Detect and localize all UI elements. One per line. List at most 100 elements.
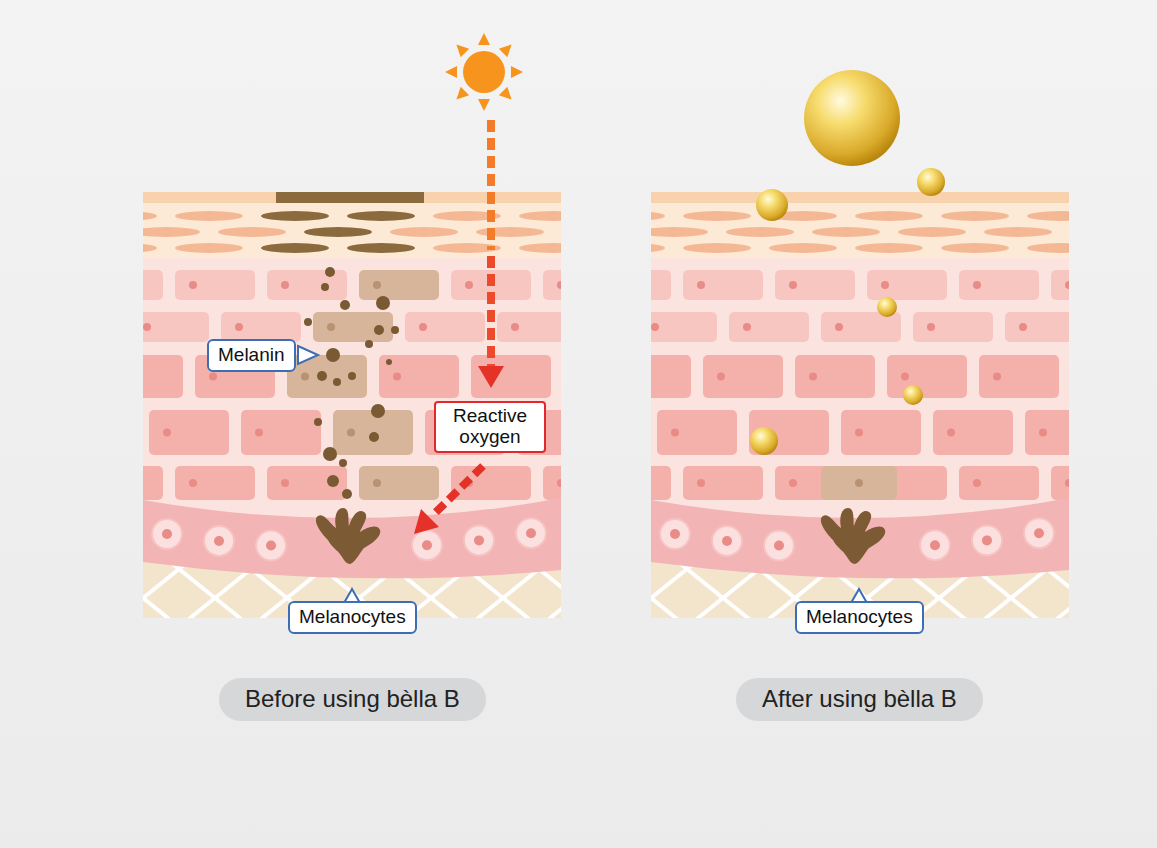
- cell-nucleus: [722, 536, 732, 546]
- arrow-head: [478, 366, 504, 388]
- stratum-corneum: [651, 192, 1069, 203]
- flat-cell: [261, 243, 329, 253]
- flat-cell: [390, 227, 458, 237]
- skin-cell: [1025, 410, 1069, 455]
- cell-nucleus: [526, 528, 536, 538]
- melanocytes-callout: Melanocytes: [288, 601, 417, 634]
- cell-nucleus: [266, 541, 276, 551]
- skin-cell: [143, 312, 209, 342]
- cell-nucleus: [1034, 528, 1044, 538]
- cell-nucleus: [557, 281, 561, 289]
- melanocyte-cell: [316, 508, 380, 564]
- skin-cell: [887, 355, 967, 398]
- skin-cell: [933, 410, 1013, 455]
- flat-cell: [726, 227, 794, 237]
- skin-cell: [841, 410, 921, 455]
- flat-cell: [941, 211, 1009, 221]
- skin-cell: [683, 270, 763, 300]
- skin-cell: [267, 466, 347, 500]
- cell-nucleus: [651, 323, 659, 331]
- melanin-granule: [386, 359, 392, 365]
- melanin-granule: [342, 489, 352, 499]
- flat-cell: [1027, 211, 1069, 221]
- cell-nucleus: [189, 281, 197, 289]
- cell-nucleus: [1065, 281, 1069, 289]
- basal-cell: [660, 519, 690, 549]
- skin-cell: [795, 355, 875, 398]
- callout-pointer: [298, 346, 318, 364]
- skin-cell: [471, 355, 551, 398]
- skin-cell: [175, 466, 255, 500]
- skin-cell: [651, 270, 671, 300]
- flat-cell: [812, 227, 880, 237]
- cell-nucleus: [1019, 323, 1027, 331]
- cell-nucleus: [789, 281, 797, 289]
- flat-cell: [769, 243, 837, 253]
- cell-nucleus: [189, 479, 197, 487]
- flat-cell: [941, 243, 1009, 253]
- skin-cell: [1051, 270, 1069, 300]
- skin-cell: [143, 466, 163, 500]
- melanin-granule: [374, 325, 384, 335]
- melanin-granule: [348, 372, 356, 380]
- melanin-granule: [325, 267, 335, 277]
- spinous-layer: [143, 192, 561, 618]
- melanocyte-cell: [821, 508, 885, 564]
- flat-cell: [651, 227, 708, 237]
- flat-cell: [1027, 243, 1069, 253]
- melanin-granule: [304, 318, 312, 326]
- cell-nucleus: [743, 323, 751, 331]
- skin-cell: [333, 410, 413, 455]
- panel-label: Before using bèlla B: [219, 678, 486, 721]
- flat-cell: [683, 211, 751, 221]
- skin-cell: [359, 466, 439, 500]
- skin-cell: [703, 355, 783, 398]
- uv-arrow: [487, 256, 495, 366]
- melanin-callout: Melanin: [207, 339, 296, 372]
- skin-cell: [175, 270, 255, 300]
- flat-cell: [898, 227, 966, 237]
- stratum-corneum: [143, 192, 561, 203]
- skin-after: [651, 192, 1069, 618]
- cell-nucleus: [901, 373, 909, 381]
- cell-nucleus: [1039, 429, 1047, 437]
- cell-nucleus: [993, 373, 1001, 381]
- melanin-granule: [314, 418, 322, 426]
- flat-cell: [347, 211, 415, 221]
- basal-cell: [516, 518, 546, 548]
- flat-cell: [651, 211, 665, 221]
- basal-cell: [972, 525, 1002, 555]
- cell-nucleus: [855, 479, 863, 487]
- flat-cell: [261, 211, 329, 221]
- skin-cell: [651, 312, 717, 342]
- serum-droplets: [750, 70, 945, 455]
- skin-cell: [143, 355, 183, 398]
- cell-nucleus: [235, 323, 243, 331]
- basal-cell: [1024, 518, 1054, 548]
- cell-nucleus: [163, 429, 171, 437]
- sun-icon: [445, 33, 523, 111]
- node-text: Melanocytes: [806, 606, 913, 629]
- uv-arrow: [487, 120, 495, 250]
- skin-cell: [775, 270, 855, 300]
- melanocytes-callout: Melanocytes: [795, 601, 924, 634]
- skin-cell: [1051, 466, 1069, 500]
- flat-cell: [143, 227, 200, 237]
- flat-cell: [476, 227, 544, 237]
- skin-cell: [497, 312, 561, 342]
- cell-nucleus: [774, 541, 784, 551]
- melanin-granule: [317, 371, 327, 381]
- cell-nucleus: [809, 373, 817, 381]
- flat-cell: [984, 227, 1052, 237]
- cell-nucleus: [214, 536, 224, 546]
- melanin-granule: [369, 432, 379, 442]
- granular-layer: [651, 192, 1069, 258]
- skin-cell: [651, 355, 691, 398]
- melanin-granule: [333, 378, 341, 386]
- melanin-granule: [339, 459, 347, 467]
- cell-nucleus: [697, 479, 705, 487]
- melanin-granule: [371, 404, 385, 418]
- skin-cell: [657, 410, 737, 455]
